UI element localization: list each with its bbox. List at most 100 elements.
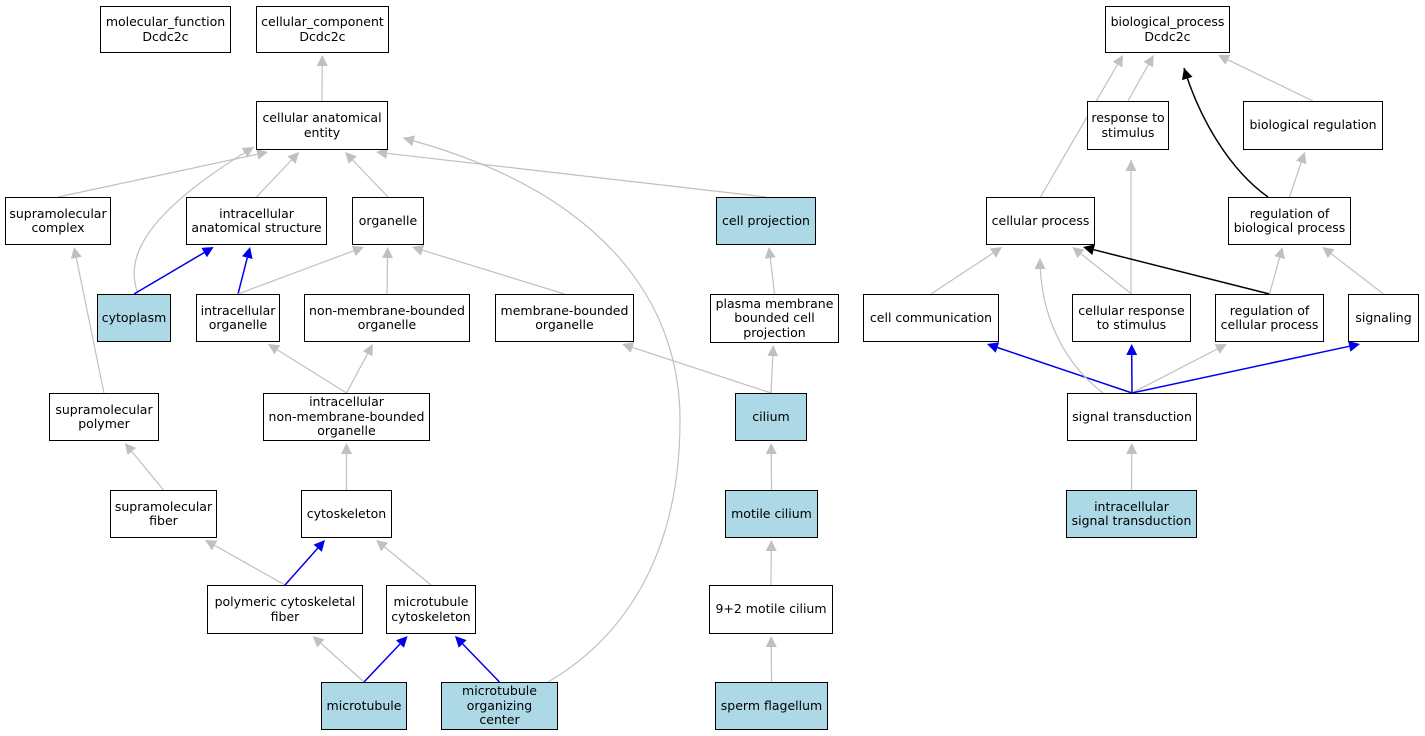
- arrowhead-st-to-cproc: [1034, 258, 1046, 269]
- arrowhead-pcf-to-csk: [313, 540, 325, 552]
- edge-smf-to-smp: [131, 451, 164, 491]
- arrowhead-mt-to-mtc: [396, 636, 408, 648]
- node-sperm[interactable]: sperm flagellum: [715, 682, 828, 730]
- edge-rbp-to-bp: [1183, 67, 1269, 198]
- node-cilium[interactable]: cilium: [735, 393, 807, 441]
- arrowhead-cae-to-cc: [316, 55, 328, 66]
- arrowhead-io-to-ias: [242, 247, 253, 259]
- arrowhead-cyto-to-cae: [241, 147, 254, 158]
- node-crts[interactable]: cellular response to stimulus: [1072, 294, 1191, 342]
- arrowhead-cyto-to-ias: [201, 247, 214, 258]
- edge-mbo-to-org: [422, 249, 565, 295]
- arrowhead-mbo-to-org: [412, 245, 425, 256]
- arrowhead-ccomm-to-cproc: [990, 247, 1003, 258]
- edge-pcf-to-smf: [214, 544, 286, 586]
- node-mtc[interactable]: microtubule cytoskeleton: [386, 585, 476, 634]
- arrowhead-ias-to-cae: [287, 152, 300, 164]
- arrowhead-cilium-to-pmbcp: [767, 345, 779, 357]
- arrowhead-sig-to-rbp: [1322, 247, 1335, 259]
- edge-inmbo-to-nmbo: [345, 353, 369, 394]
- node-mt[interactable]: microtubule: [321, 682, 407, 730]
- arrowhead-breg-to-bp: [1218, 54, 1231, 65]
- node-cyto[interactable]: cytoplasm: [97, 294, 171, 342]
- arrowhead-st-to-ccomm: [987, 342, 1000, 353]
- arrowhead-cilium-to-mbo: [622, 342, 635, 353]
- node-rcp[interactable]: regulation of cellular process: [1215, 294, 1324, 342]
- node-mbo[interactable]: membrane-bounded organelle: [495, 294, 634, 342]
- arrowhead-org-to-cae: [345, 152, 357, 164]
- edge-ias-to-cae: [256, 159, 292, 198]
- arrowhead-pcf-to-smf: [205, 540, 218, 551]
- node-rbp[interactable]: regulation of biological process: [1228, 197, 1351, 245]
- node-ist[interactable]: intracellular signal transduction: [1066, 490, 1197, 538]
- node-io[interactable]: intracellular organelle: [196, 294, 280, 342]
- node-cc[interactable]: cellular_component Dcdc2c: [256, 6, 389, 53]
- edge-rbp-to-breg: [1288, 162, 1302, 198]
- edge-mtoc-to-mtc: [462, 643, 501, 683]
- edge-cproc-to-bp: [1039, 64, 1119, 198]
- edge-ccomm-to-cproc: [930, 252, 994, 295]
- node-nmbo[interactable]: non-membrane-bounded organelle: [304, 294, 470, 342]
- arrowhead-st-to-sig: [1348, 340, 1360, 352]
- arrowhead-smc-to-cae: [256, 148, 268, 160]
- arrowhead-rbp-to-breg: [1296, 152, 1307, 165]
- node-cproc[interactable]: cellular process: [986, 197, 1095, 245]
- edge-st-to-rcp: [1131, 348, 1218, 394]
- node-csk[interactable]: cytoskeleton: [301, 490, 392, 538]
- node-cae[interactable]: cellular anatomical entity: [256, 101, 388, 150]
- arrowhead-smp-to-smc: [70, 247, 82, 259]
- node-mcil[interactable]: motile cilium: [725, 490, 818, 538]
- edge-io-to-ias: [237, 257, 249, 295]
- arrowhead-inmbo-to-nmbo: [362, 344, 373, 357]
- edge-st-to-sig: [1131, 345, 1350, 394]
- edge-io-to-org: [237, 250, 354, 295]
- edge-st-to-cproc: [1039, 257, 1104, 394]
- node-inmbo[interactable]: intracellular non-membrane-bounded organ…: [263, 393, 430, 441]
- arrowhead-st-to-crts: [1126, 344, 1138, 355]
- arrowhead-nmbo-to-org: [382, 247, 393, 259]
- node-org[interactable]: organelle: [352, 197, 424, 245]
- arrowhead-io-to-org: [351, 245, 364, 256]
- node-sig[interactable]: signaling: [1348, 294, 1419, 342]
- node-mtoc[interactable]: microtubule organizing center: [441, 682, 558, 730]
- arrowhead-cproj-to-cae: [376, 147, 388, 159]
- node-smc[interactable]: supramolecular complex: [5, 197, 111, 245]
- edge-org-to-cae: [352, 159, 389, 198]
- edge-crts-to-cproc: [1080, 253, 1132, 295]
- node-st[interactable]: signal transduction: [1067, 393, 1197, 441]
- node-pcf[interactable]: polymeric cytoskeletal fiber: [207, 585, 363, 634]
- edge-st-to-ccomm: [997, 346, 1133, 394]
- node-bp[interactable]: biological_process Dcdc2c: [1105, 6, 1230, 53]
- node-rts[interactable]: response to stimulus: [1087, 101, 1169, 150]
- arrowhead-pmbcp-to-cproj: [764, 247, 776, 259]
- node-cproj[interactable]: cell projection: [716, 197, 816, 245]
- node-n92[interactable]: 9+2 motile cilium: [709, 585, 833, 634]
- node-smf[interactable]: supramolecular fiber: [110, 490, 217, 538]
- arrowhead-mtc-to-csk: [376, 540, 389, 552]
- node-smp[interactable]: supramolecular polymer: [49, 393, 159, 441]
- node-mf[interactable]: molecular_function Dcdc2c: [100, 6, 231, 53]
- arrowhead-sperm-to-n92: [765, 636, 777, 647]
- node-ccomm[interactable]: cell communication: [863, 294, 999, 342]
- edge-cproj-to-cae: [386, 152, 767, 198]
- edge-mtoc-to-cae: [402, 137, 681, 683]
- edge-rcp-to-cproc: [1093, 248, 1270, 295]
- arrowhead-mcil-to-cilium: [765, 443, 777, 454]
- arrowhead-st-to-rcp: [1214, 344, 1227, 354]
- node-pmbcp[interactable]: plasma membrane bounded cell projection: [710, 294, 839, 343]
- arrowhead-rbp-to-bp: [1182, 68, 1193, 81]
- node-ias[interactable]: intracellular anatomical structure: [186, 197, 327, 245]
- edge-pcf-to-csk: [284, 547, 319, 586]
- arrowhead-cproc-to-bp: [1112, 55, 1124, 68]
- node-breg[interactable]: biological regulation: [1243, 101, 1383, 150]
- edge-breg-to-bp: [1227, 59, 1314, 102]
- edge-sig-to-rbp: [1330, 253, 1384, 295]
- edge-smc-to-cae: [57, 153, 258, 198]
- edge-cyto-to-cae: [133, 146, 255, 295]
- edge-pmbcp-to-cproj: [769, 257, 776, 295]
- edge-rcp-to-rbp: [1268, 257, 1281, 295]
- edge-inmbo-to-io: [276, 349, 347, 394]
- edge-mt-to-mtc: [363, 643, 401, 683]
- edge-cilium-to-mbo: [632, 346, 772, 394]
